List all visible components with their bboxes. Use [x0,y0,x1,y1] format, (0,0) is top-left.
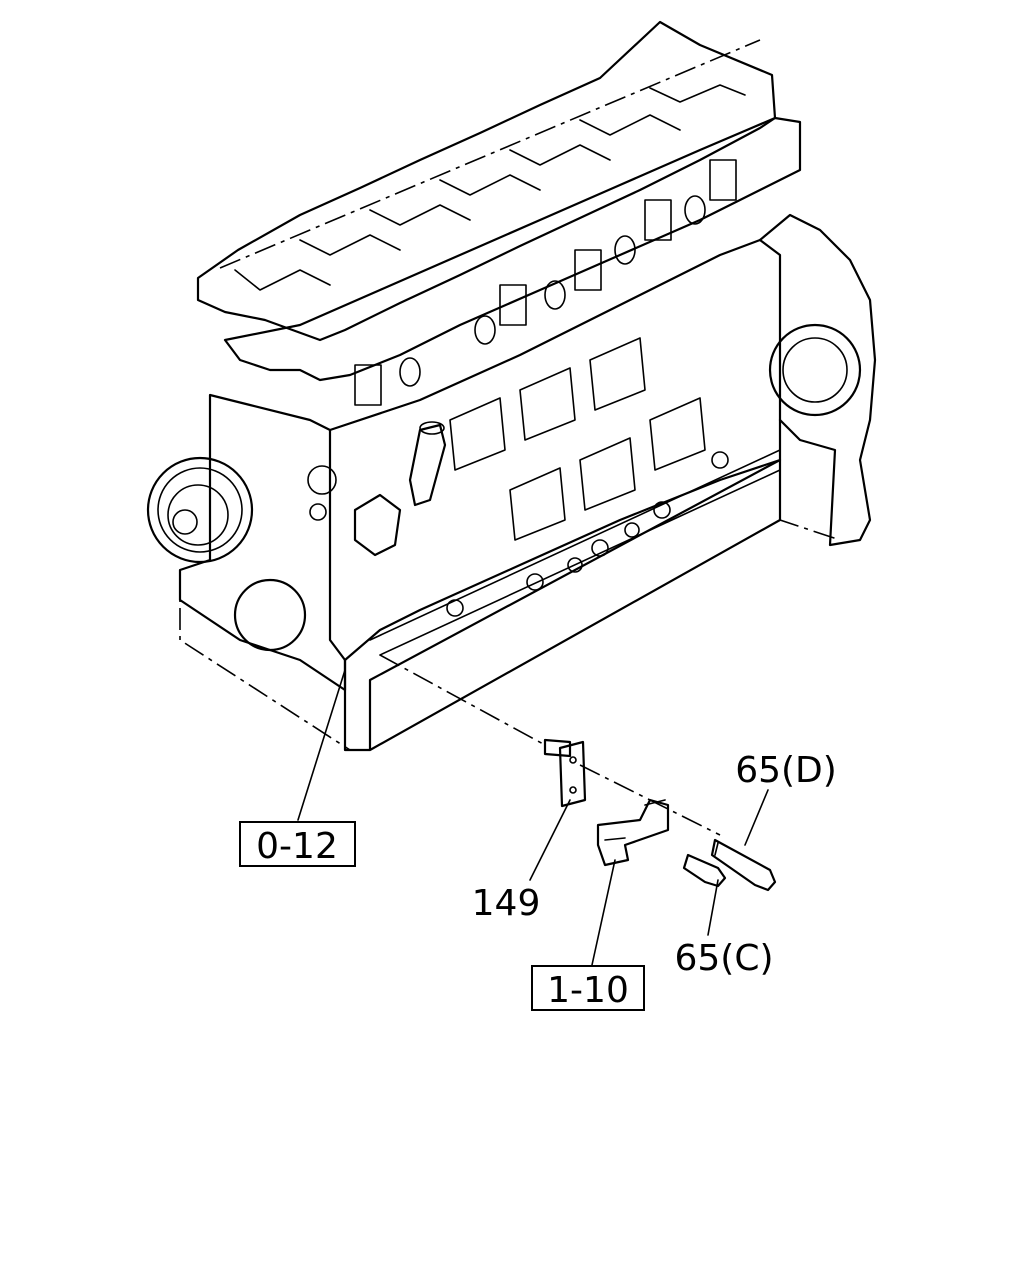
engine-block [146,20,877,752]
cylinder-head-cover [196,20,777,342]
callout-box-1-10 [531,965,645,1011]
label-65c: 65(C) [674,938,773,979]
assembly-line-149 [379,654,546,746]
leader-65c [707,879,719,936]
label-1-10: 1-10 [547,970,629,1011]
block-rail [369,449,781,656]
crank-pulley [146,456,254,564]
oil-pan-outline [179,519,841,751]
block-side [328,238,782,662]
callout-engine-ref: 0-12 [239,821,356,867]
intake-manifold [223,116,802,382]
part-149-stud-plate [543,738,587,808]
oil-gallery-plugs [446,451,729,617]
crankshaft-seal-inner [782,337,848,403]
leader-149 [529,799,571,881]
flywheel-housing [758,213,877,547]
water-outlet [307,421,447,557]
manifold-ports [354,159,737,406]
label-149: 149 [472,883,541,924]
bolt-65c [682,853,727,888]
oil-pan [343,458,782,752]
leader-65d [744,789,769,846]
block-front-face [178,393,347,692]
timing-cover-opening [233,578,307,652]
crankshaft-seal-bore [768,323,862,417]
head-ribs [234,84,746,291]
head-centerline [219,39,761,269]
callout-bracket-ref: 1-10 [531,965,645,1011]
leader-0-12 [297,669,346,821]
callout-box-0-12 [239,821,356,867]
block-side-panels [449,337,706,541]
label-0-12: 0-12 [256,826,338,867]
bolt-65d [710,838,777,892]
label-65d: 65(D) [735,750,837,791]
bracket-1-10 [596,798,670,867]
leader-1-10 [591,859,616,966]
